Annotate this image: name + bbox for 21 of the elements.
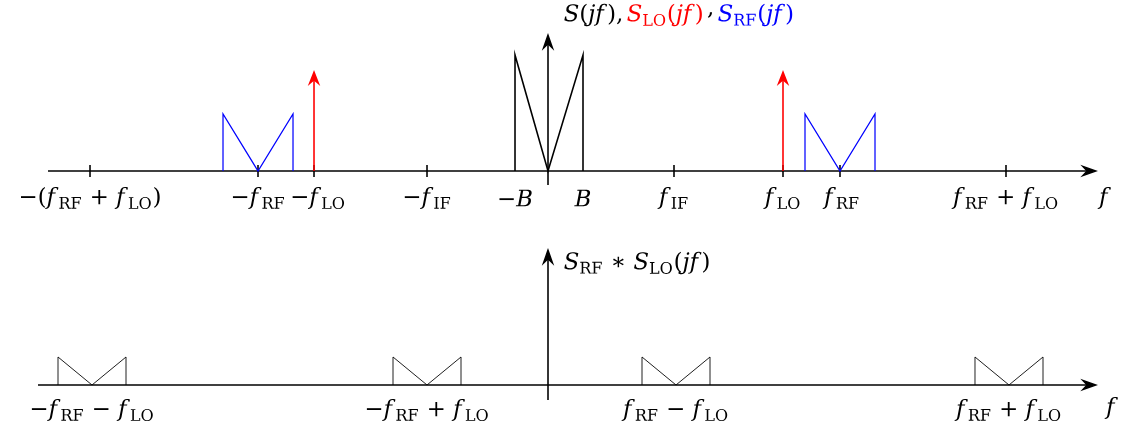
tick-label: f$_{IF}$ bbox=[657, 186, 688, 210]
axis-label: f bbox=[1104, 396, 1118, 420]
tick-label: −(f$_{RF}$ + f$_{LO}$) bbox=[21, 186, 160, 210]
tick-label: f$_{RF}$ + f$_{LO}$ bbox=[951, 186, 1058, 210]
tick-label: −f$_{LO}$ bbox=[292, 186, 344, 210]
tick-label: −B bbox=[499, 189, 532, 207]
tick-label: f$_{RF}$ bbox=[822, 186, 859, 210]
axis-label: S$_{LO}$(jf) bbox=[627, 3, 702, 27]
tick-label: −f$_{RF}$ − f$_{LO}$ bbox=[31, 398, 153, 422]
axis-label: f bbox=[1097, 186, 1111, 210]
tick-label: −f$_{RF}$ bbox=[232, 186, 284, 210]
axis-label: , bbox=[707, 12, 713, 18]
tick-label: f$_{LO}$ bbox=[763, 186, 800, 210]
tick-label: f$_{RF}$ − f$_{LO}$ bbox=[621, 398, 728, 422]
tick-label: f$_{RF}$ + f$_{LO}$ bbox=[954, 398, 1061, 422]
axis-label: S(jf), bbox=[564, 3, 622, 27]
tick-label: B bbox=[574, 189, 591, 207]
axis-label: S$_{RF}$(jf) bbox=[718, 3, 793, 27]
tick-label: −f$_{IF}$ bbox=[404, 186, 451, 210]
axis-label: S$_{RF}$ ∗ S$_{LO}$(jf) bbox=[564, 251, 709, 275]
tick-label: −f$_{RF}$ + f$_{LO}$ bbox=[366, 398, 488, 422]
